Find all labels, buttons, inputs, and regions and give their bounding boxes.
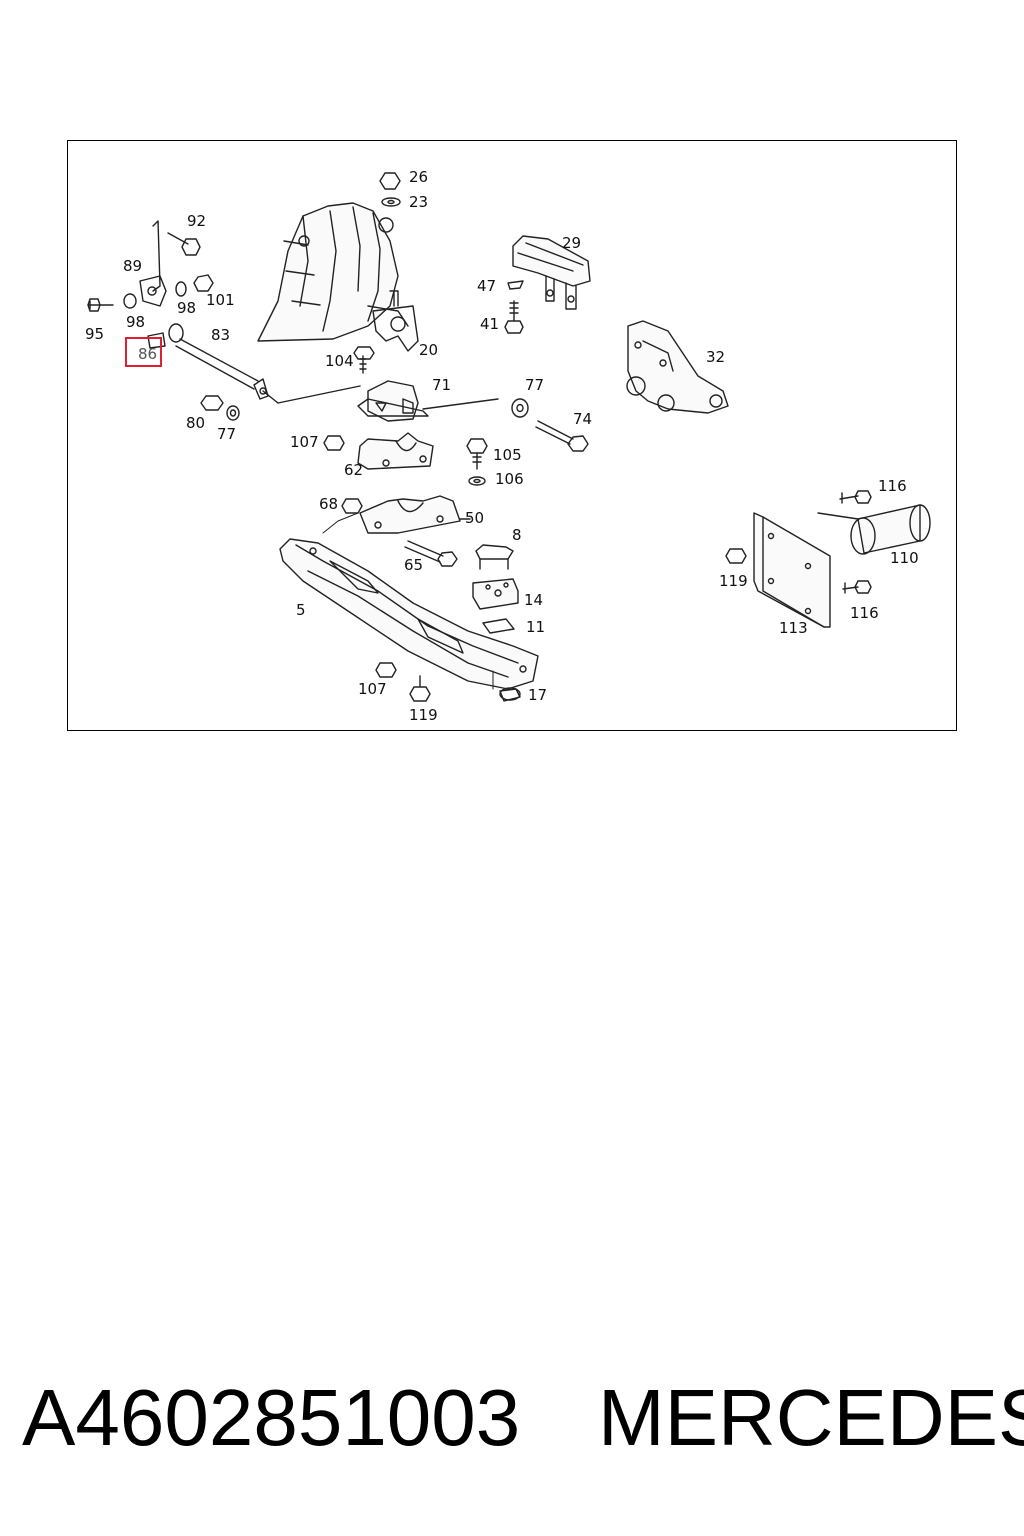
callout-101: 101 — [206, 291, 235, 309]
bracket-50-drawing — [341, 495, 471, 534]
bracket-20-drawing — [372, 290, 419, 352]
parts-diagram-frame: 26 23 92 29 89 47 101 98 95 98 41 83 86 … — [67, 140, 957, 731]
rod-83-drawing — [147, 323, 269, 400]
leader-lines — [322, 512, 494, 690]
callout-107b: 107 — [358, 680, 387, 698]
callout-74: 74 — [573, 410, 593, 428]
callout-62: 62 — [344, 461, 364, 479]
callout-8: 8 — [512, 526, 522, 544]
callout-17: 17 — [528, 686, 548, 704]
callout-77b: 77 — [217, 425, 237, 443]
bolt-65-drawing — [404, 540, 458, 567]
callout-80: 80 — [186, 414, 206, 432]
parts-diagram-drawing — [87, 172, 931, 702]
callout-110: 110 — [890, 549, 919, 567]
mount-29-drawing — [512, 235, 591, 310]
callout-41: 41 — [480, 315, 500, 333]
callout-83: 83 — [211, 326, 231, 344]
callout-32: 32 — [706, 348, 726, 366]
callout-86: 86 — [138, 345, 158, 363]
highlight-box: 86 — [125, 337, 162, 367]
callout-95: 95 — [85, 325, 105, 343]
callout-65: 65 — [404, 556, 424, 574]
callout-98b: 98 — [126, 313, 146, 331]
callout-20: 20 — [419, 341, 439, 359]
brand-name: MERCEDES — [598, 1373, 1024, 1462]
bracket-32-drawing — [626, 320, 729, 414]
callout-71: 71 — [432, 376, 452, 394]
callout-68: 68 — [319, 495, 339, 513]
callout-29: 29 — [562, 234, 582, 252]
callout-116a: 116 — [878, 477, 907, 495]
callout-50: 50 — [465, 509, 485, 527]
saddle-62-drawing — [323, 432, 434, 470]
bolt-74-drawing — [511, 398, 589, 452]
nut-26-drawing — [379, 172, 401, 207]
callout-11: 11 — [526, 618, 546, 636]
callout-77a: 77 — [525, 376, 545, 394]
bolt-41-drawing — [504, 280, 524, 334]
nut-80-drawing — [200, 395, 240, 421]
callout-26: 26 — [409, 168, 429, 186]
callout-104: 104 — [325, 352, 354, 370]
callout-106: 106 — [495, 470, 524, 488]
damper-110-drawing — [817, 490, 931, 594]
callout-89: 89 — [123, 257, 143, 275]
callout-116b: 116 — [850, 604, 879, 622]
callout-119b: 119 — [409, 706, 438, 724]
nuts-bottom-drawing — [375, 662, 521, 702]
callout-105: 105 — [493, 446, 522, 464]
callout-98a: 98 — [177, 299, 197, 317]
callout-47: 47 — [477, 277, 497, 295]
callout-107a: 107 — [290, 433, 319, 451]
plate-113-drawing — [725, 512, 831, 628]
transmission-housing-drawing — [257, 202, 409, 342]
callout-92: 92 — [187, 212, 207, 230]
crossmember-5-drawing — [279, 538, 539, 690]
callout-119a: 119 — [719, 572, 748, 590]
mount-71-drawing — [262, 346, 499, 422]
part-number: A4602851003 — [22, 1373, 521, 1462]
bolt-105-drawing — [466, 438, 488, 486]
callout-5: 5 — [296, 601, 306, 619]
callout-23: 23 — [409, 193, 429, 211]
bracket-89-drawing — [87, 220, 214, 312]
callout-14: 14 — [524, 591, 544, 609]
block-14-drawing — [472, 544, 519, 634]
callout-113: 113 — [779, 619, 808, 637]
